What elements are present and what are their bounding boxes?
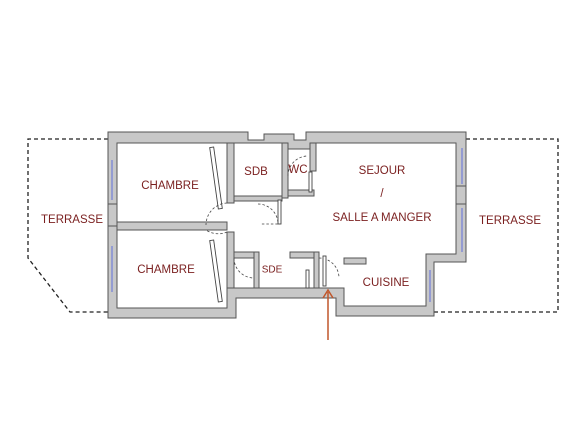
room-label-chambre-bottom: CHAMBRE	[137, 264, 195, 276]
room-label-salle-a-manger: SALLE A MANGER	[332, 212, 431, 224]
doors	[205, 146, 340, 303]
windows	[111, 148, 463, 302]
room-label-chambre-top: CHAMBRE	[141, 180, 199, 192]
room-label-sejour: SEJOUR	[359, 165, 406, 177]
room-label-wc: WC	[288, 164, 307, 176]
wall-pier-right	[455, 185, 467, 205]
room-label-terrasse-right: TERRASSE	[479, 215, 541, 227]
room-label-sde: SDE	[262, 265, 283, 276]
room-label-sejour-separator: /	[380, 188, 384, 200]
terrace-right-outline	[434, 138, 559, 313]
wall-pier-left	[107, 203, 118, 227]
terrace-left-outline	[27, 138, 108, 313]
room-label-cuisine: CUISINE	[363, 277, 410, 289]
room-label-terrasse-left: TERRASSE	[41, 214, 103, 226]
room-label-sdb: SDB	[244, 166, 268, 178]
interior-walls	[116, 142, 367, 289]
entry-arrow-icon	[322, 288, 334, 340]
